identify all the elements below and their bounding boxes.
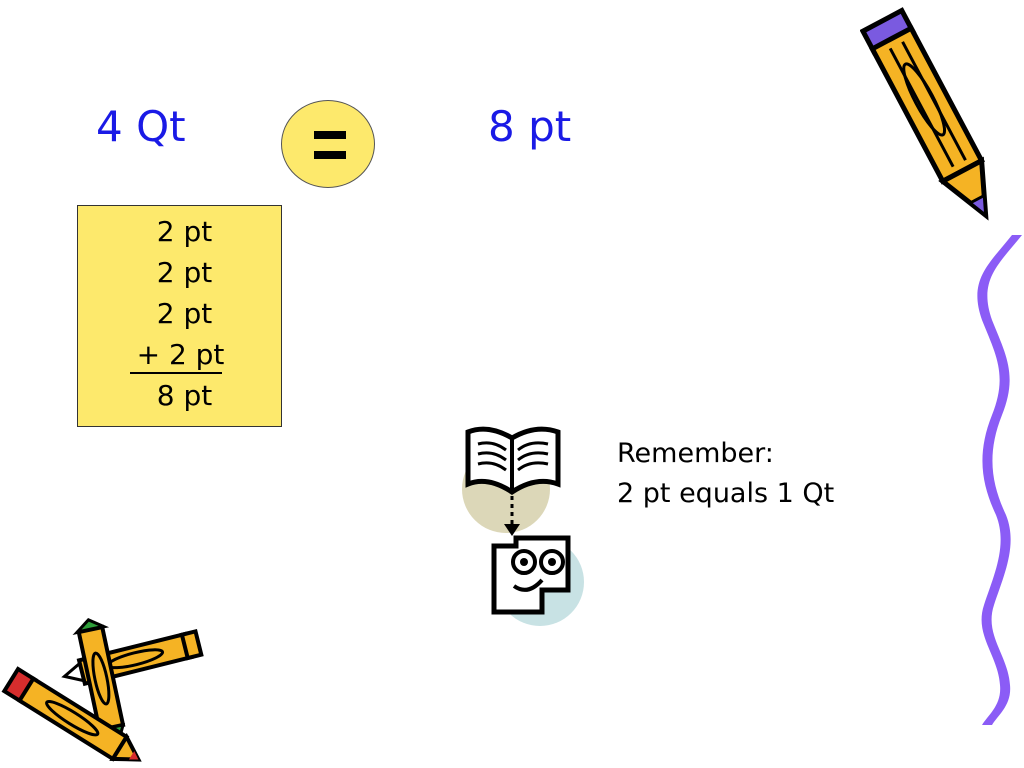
calc-line: 2 pt bbox=[156, 215, 213, 248]
calc-line: 2 pt bbox=[156, 256, 213, 289]
reminder-text: Remember: 2 pt equals 1 Qt bbox=[617, 434, 834, 514]
sum-rule bbox=[130, 372, 222, 374]
calculation-box: 2 pt 2 pt 2 pt + 2 pt 8 pt bbox=[77, 205, 282, 427]
left-quantity: 4 Qt bbox=[96, 102, 186, 151]
reminder-title: Remember: bbox=[617, 438, 774, 469]
calc-line-total: 8 pt bbox=[156, 379, 213, 412]
pencil-icon bbox=[860, 7, 989, 221]
book-reader-icon bbox=[462, 426, 584, 626]
wavy-border bbox=[977, 235, 1022, 725]
right-quantity: 8 pt bbox=[488, 102, 572, 151]
crossed-pencils-icon bbox=[1, 618, 204, 762]
calc-line: 2 pt bbox=[156, 297, 213, 330]
reminder-body: 2 pt equals 1 Qt bbox=[617, 478, 835, 509]
equals-icon bbox=[281, 100, 375, 188]
calc-line-addend: + 2 pt bbox=[136, 338, 225, 371]
